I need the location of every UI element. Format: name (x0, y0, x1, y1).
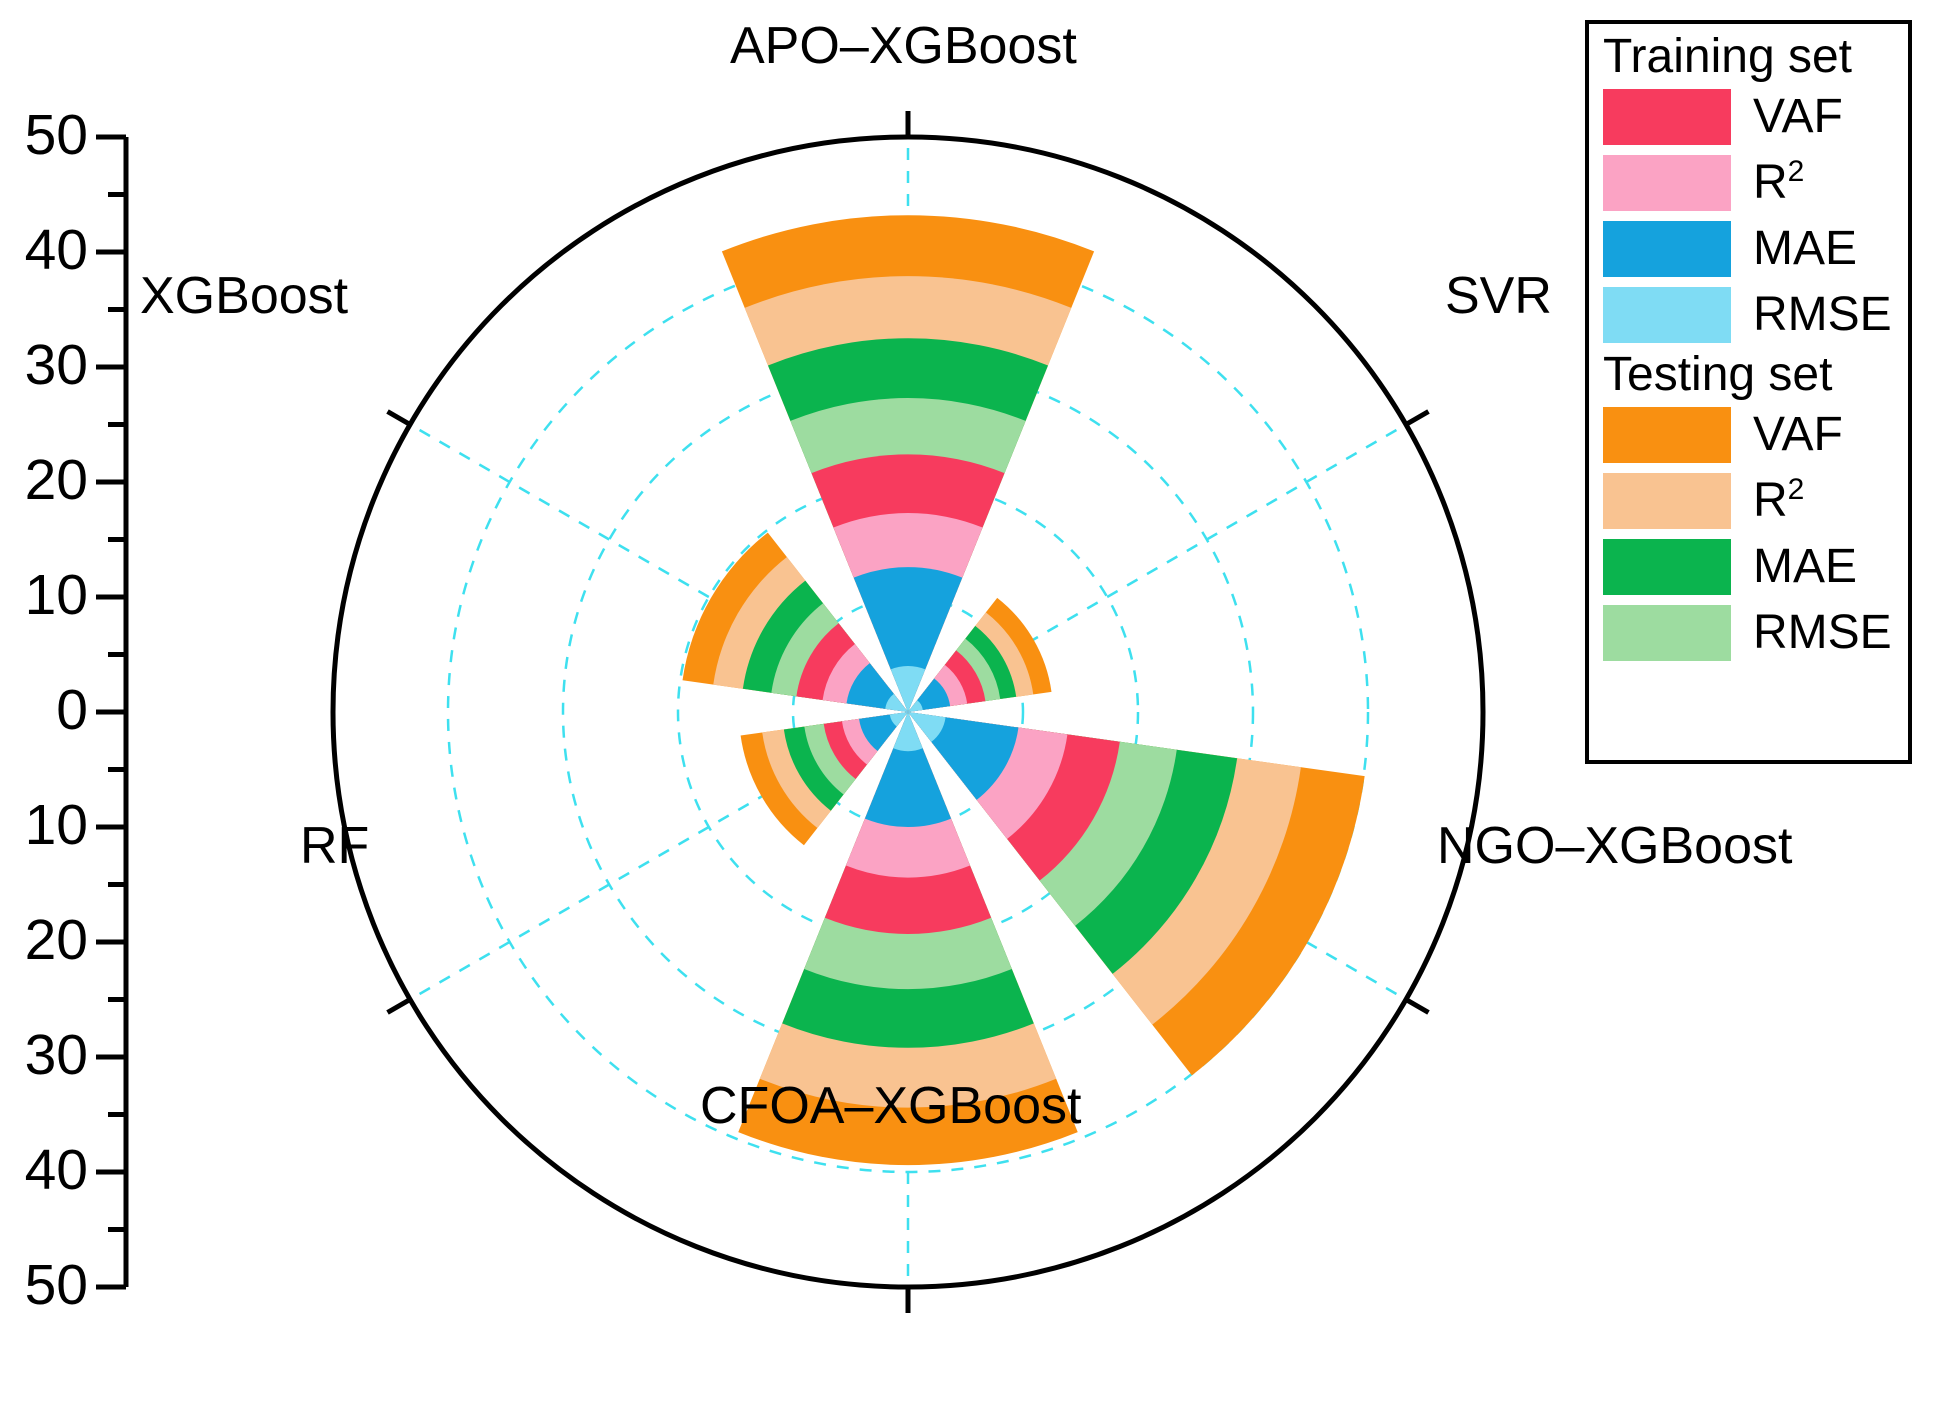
category-label-RF: RF (300, 817, 370, 875)
legend-superscript: 2 (1787, 473, 1805, 506)
legend-item-training-rmse[interactable]: RMSE (1589, 282, 1908, 348)
legend-swatch-icon (1603, 407, 1731, 463)
y-tick-label-0-5: 0 (56, 678, 88, 742)
wedge-CFOAXGBoost-TrainingsetRMSE (893, 712, 923, 752)
category-label-CFOAXGBoost: CFOA–XGBoost (700, 1077, 1082, 1135)
legend-item-training-r2[interactable]: R2 (1589, 150, 1908, 216)
legend-swatch-icon (1603, 539, 1731, 595)
y-tick-label-20-3: 20 (24, 448, 88, 512)
y-tick-label-20-7: 20 (24, 908, 88, 972)
legend-item-label: VAF (1753, 408, 1843, 461)
legend-item-label: R2 (1753, 155, 1805, 209)
y-axis (96, 134, 129, 1290)
y-tick-label-30-8: 30 (24, 1023, 88, 1087)
wedge-NGOXGBoost-TrainingsetRMSE (908, 712, 946, 742)
legend-item-training-mae[interactable]: MAE (1589, 216, 1908, 282)
grid-circle-30 (561, 365, 1255, 1059)
y-tick-label-40-9: 40 (24, 1138, 88, 1202)
outer-tick-1 (1404, 409, 1430, 427)
wedge-CFOAXGBoost-TrainingsetMAE (864, 712, 952, 827)
legend-item-testing-r2[interactable]: R2 (1589, 468, 1908, 534)
y-tick-label-30-2: 30 (24, 333, 88, 397)
y-tick-label-10-4: 10 (24, 563, 88, 627)
y-tick-label-50-10: 50 (24, 1253, 88, 1317)
grid-circle-10 (791, 595, 1025, 829)
legend-swatch-icon (1603, 221, 1731, 277)
legend-superscript: 2 (1787, 155, 1805, 188)
category-label-XGBoost: XGBoost (140, 267, 349, 325)
category-label-APOXGBoost: APO–XGBoost (730, 17, 1077, 75)
legend-item-label: VAF (1753, 90, 1843, 143)
wedge-APOXGBoost-TrainingsetMAE (853, 567, 963, 712)
legend-swatch-icon (1603, 89, 1731, 145)
category-label-NGOXGBoost: NGO–XGBoost (1437, 817, 1793, 875)
legend-group-title-0: Training set (1603, 30, 1852, 83)
legend-swatch-icon (1603, 605, 1731, 661)
legend-swatch-icon (1603, 155, 1731, 211)
legend-item-label: RMSE (1753, 288, 1892, 341)
legend-swatch-icon (1603, 287, 1731, 343)
legend-group-title-1: Testing set (1603, 348, 1833, 401)
outer-tick-2 (1404, 997, 1430, 1015)
wedge-APOXGBoost-TrainingsetRMSE (890, 666, 926, 712)
legend-item-testing-mae[interactable]: MAE (1589, 534, 1908, 600)
y-tick-label-40-1: 40 (24, 218, 88, 282)
legend-item-label: MAE (1753, 540, 1858, 593)
outer-tick-5 (386, 409, 412, 427)
legend-item-testing-rmse[interactable]: RMSE (1589, 600, 1908, 666)
legend-item-label: R2 (1753, 473, 1805, 527)
wedge-RF-TrainingsetRMSE (889, 712, 908, 727)
polar-frame (330, 111, 1486, 1313)
legend-item-testing-vaf[interactable]: VAF (1589, 402, 1908, 468)
y-tick-label-10-6: 10 (24, 793, 88, 857)
wedge-XGBoost-TrainingsetRMSE (885, 693, 908, 712)
polar-wedges (682, 215, 1365, 1166)
outer-tick-4 (386, 997, 412, 1015)
legend-item-label: RMSE (1753, 606, 1892, 659)
wedge-SVR-TrainingsetRMSE (908, 700, 923, 712)
legend-swatch-icon (1603, 473, 1731, 529)
y-tick-label-50-0: 50 (24, 103, 88, 167)
category-label-SVR: SVR (1445, 267, 1552, 325)
legend-item-label: MAE (1753, 222, 1858, 275)
legend-item-training-vaf[interactable]: VAF (1589, 84, 1908, 150)
